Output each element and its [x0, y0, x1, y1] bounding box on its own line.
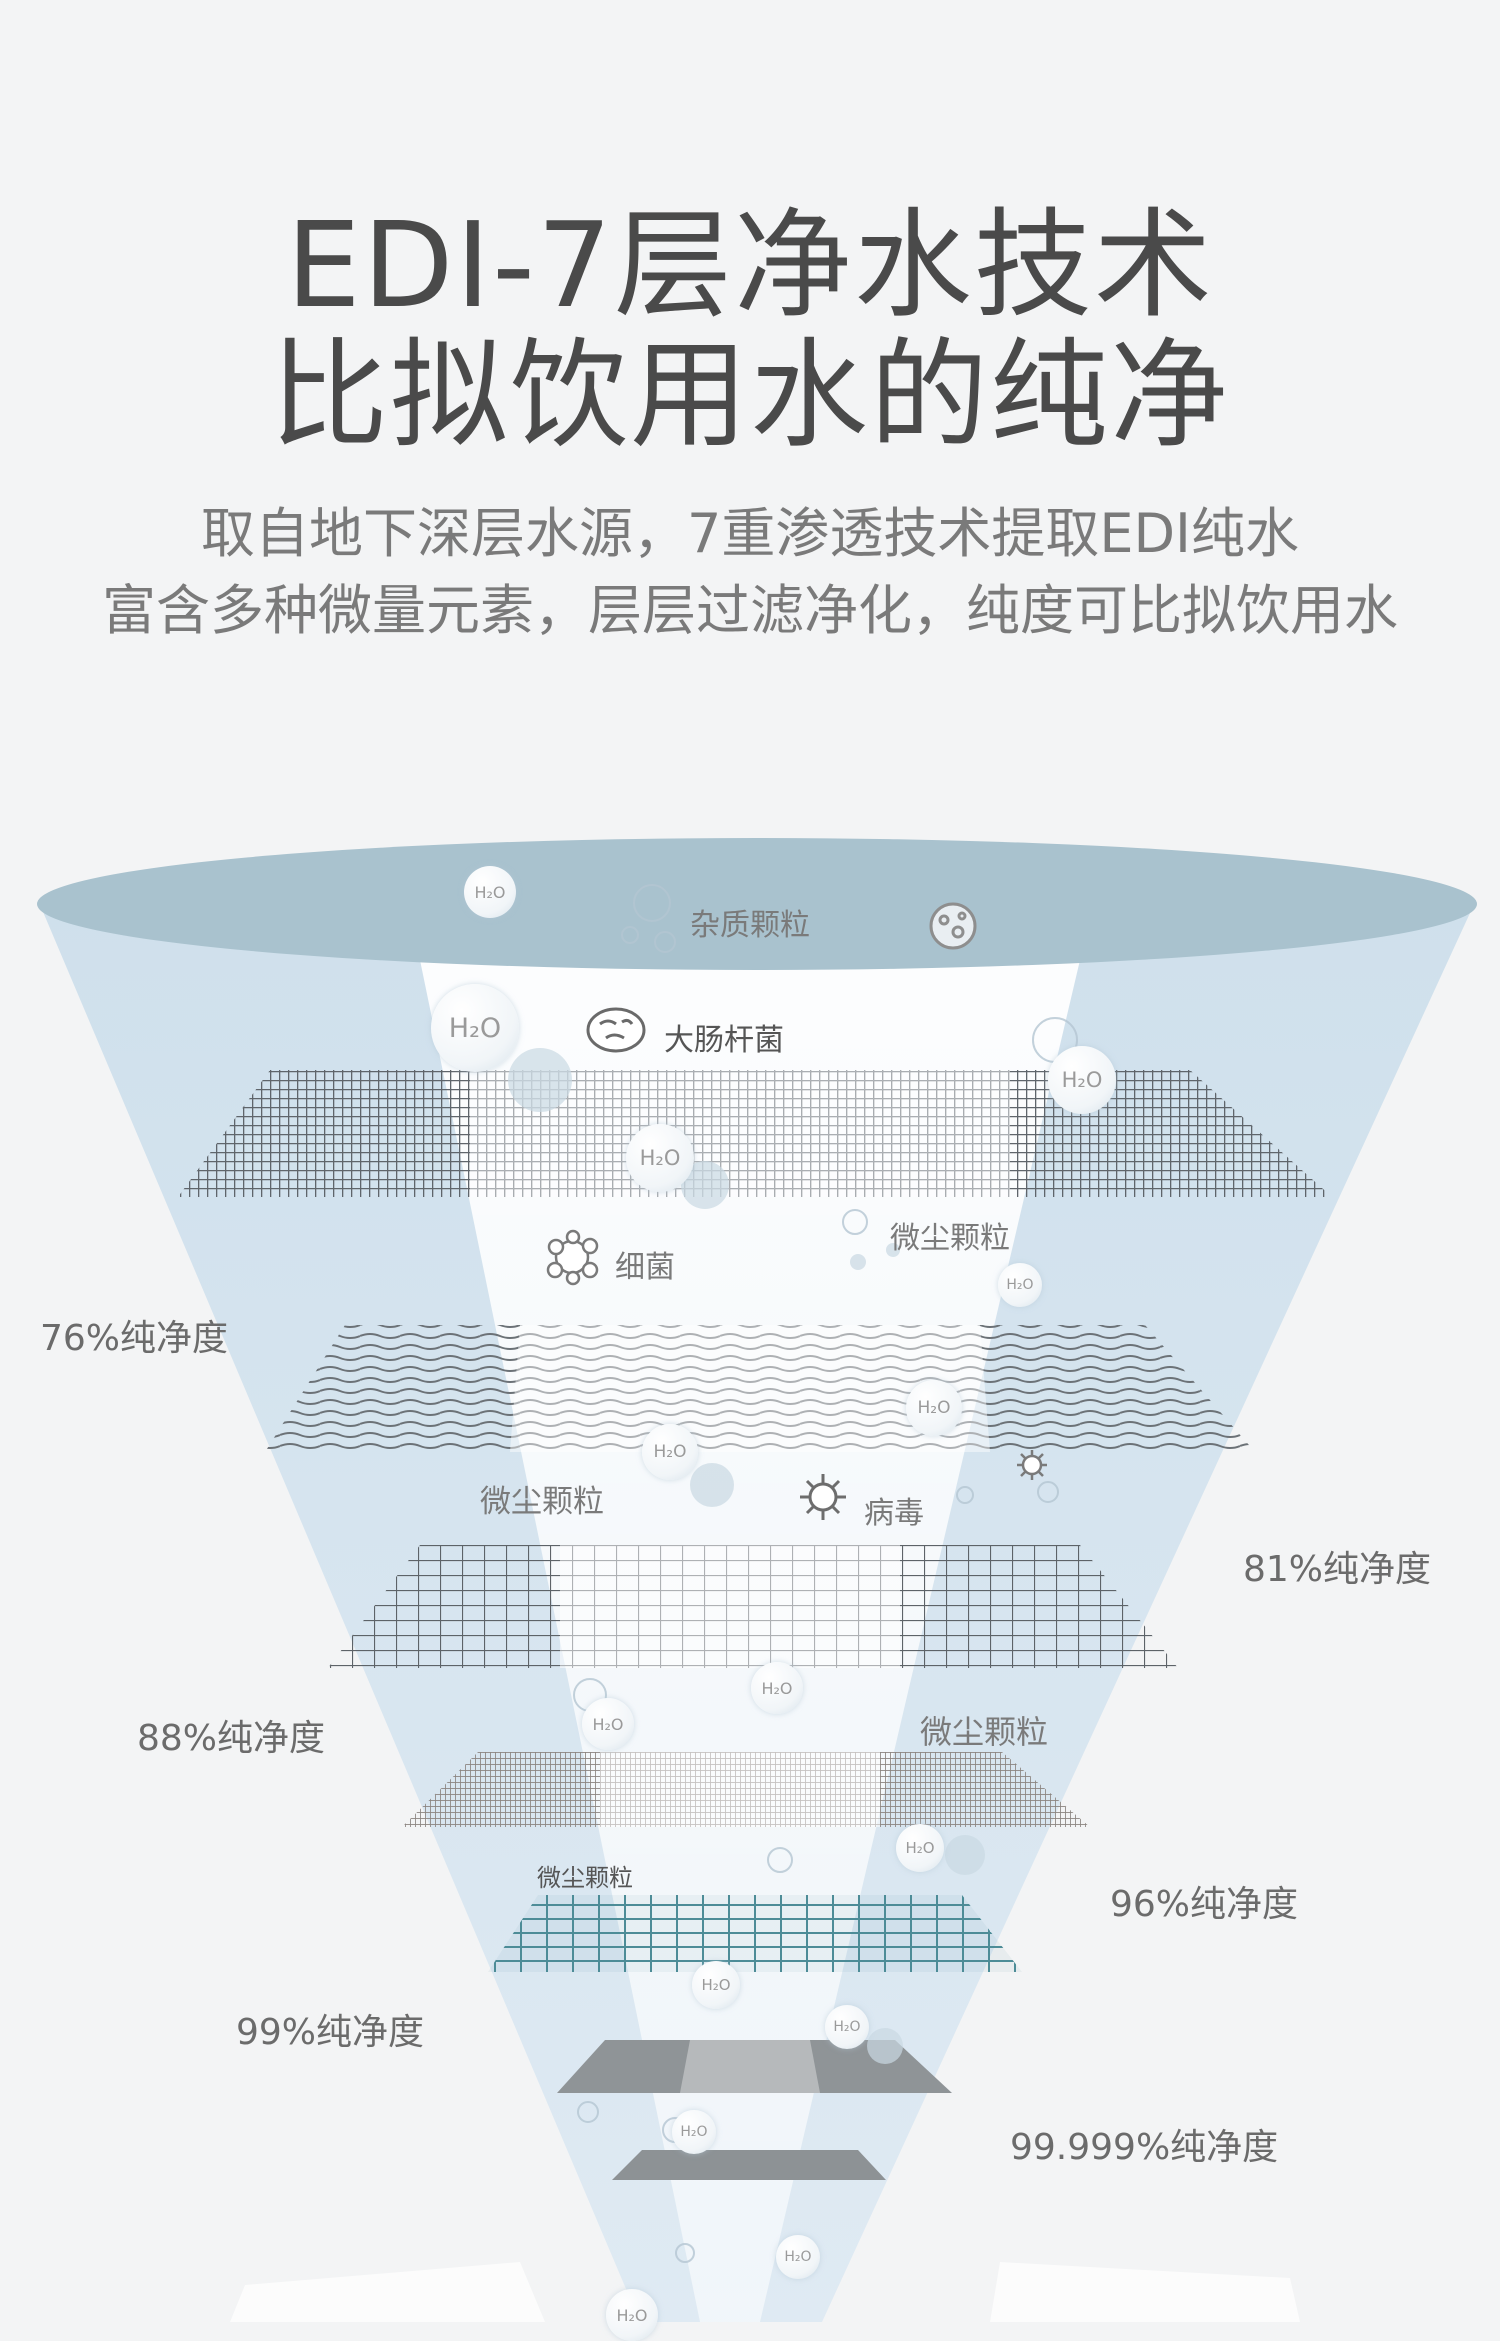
- label-dust-2: 微尘颗粒: [480, 1484, 604, 1520]
- bacteria-icon: [546, 1229, 599, 1286]
- h2o-label: H₂O: [917, 1398, 951, 1418]
- h2o-label: H₂O: [653, 1442, 687, 1462]
- label-dust-3: 微尘颗粒: [920, 1713, 1049, 1751]
- h2o-molecule-bubble: H₂O: [642, 1424, 698, 1480]
- filter-layer-6: [557, 2040, 952, 2093]
- filter-layer-2: [265, 1325, 1255, 1452]
- h2o-molecule-bubble: H₂O: [626, 1124, 694, 1192]
- h2o-molecule-bubble: H₂O: [672, 2110, 716, 2154]
- h2o-molecule-bubble: H₂O: [998, 1263, 1042, 1307]
- purity-label-99: 99%纯净度: [236, 2012, 425, 2053]
- h2o-label: H₂O: [639, 1146, 681, 1170]
- h2o-label: H₂O: [592, 1714, 624, 1734]
- h2o-label: H₂O: [905, 1839, 935, 1857]
- h2o-label: H₂O: [701, 1976, 731, 1994]
- h2o-label: H₂O: [833, 2019, 861, 2035]
- filter-layer-5: [488, 1895, 1022, 1972]
- filter-layer-7: [612, 2150, 886, 2180]
- virus-small-icon: [1017, 1450, 1047, 1480]
- page-title-line-1: EDI-7层净水技术: [286, 196, 1214, 334]
- h2o-molecule-bubble: H₂O: [906, 1380, 962, 1436]
- h2o-molecule-bubble: H₂O: [464, 866, 516, 918]
- label-impurities: 杂质颗粒: [690, 908, 810, 943]
- h2o-molecule-bubble: H₂O: [692, 1961, 740, 2009]
- purity-label-88: 88%纯净度: [137, 1718, 326, 1759]
- h2o-molecule-bubble: H₂O: [431, 984, 519, 1072]
- label-dust-1: 微尘颗粒: [890, 1221, 1010, 1256]
- page-title-line-2: 比拟饮用水的纯净: [269, 326, 1230, 464]
- h2o-label: H₂O: [1006, 1277, 1034, 1293]
- h2o-molecule-bubble: H₂O: [776, 2235, 820, 2279]
- purity-label-81: 81%纯净度: [1243, 1549, 1432, 1590]
- ecoli-icon: [586, 1007, 646, 1053]
- h2o-molecule-bubble: H₂O: [1048, 1046, 1116, 1114]
- filter-layer-1: [178, 1070, 1332, 1197]
- h2o-molecule-bubble: H₂O: [606, 2289, 658, 2341]
- purity-label-76: 76%纯净度: [40, 1318, 229, 1359]
- top-water-surface: [37, 838, 1477, 970]
- h2o-label: H₂O: [474, 882, 506, 902]
- h2o-label: H₂O: [616, 2305, 648, 2325]
- virus-icon: [800, 1474, 846, 1520]
- h2o-label: H₂O: [761, 1678, 793, 1698]
- h2o-molecule-bubble: H₂O: [582, 1698, 634, 1750]
- subtitle-line-1: 取自地下深层水源，7重渗透技术提取EDI纯水: [201, 502, 1299, 565]
- h2o-label: H₂O: [448, 1012, 502, 1044]
- h2o-label: H₂O: [1061, 1068, 1103, 1092]
- label-virus: 病毒: [864, 1496, 924, 1531]
- label-bacteria: 细菌: [615, 1250, 675, 1285]
- filter-layer-4: [402, 1752, 1090, 1827]
- h2o-molecule-bubble: H₂O: [825, 2005, 869, 2049]
- purity-label-99999: 99.999%纯净度: [1010, 2127, 1279, 2168]
- h2o-label: H₂O: [784, 2249, 812, 2265]
- filter-layer-3: [328, 1545, 1178, 1668]
- purity-label-96: 96%纯净度: [1110, 1884, 1299, 1925]
- h2o-molecule-bubble: H₂O: [751, 1662, 803, 1714]
- impurity-particle-icon: [929, 902, 977, 950]
- label-dust-4: 微尘颗粒: [537, 1864, 633, 1892]
- subtitle-line-2: 富含多种微量元素，层层过滤净化，纯度可比拟饮用水: [102, 579, 1398, 642]
- h2o-molecule-bubble: H₂O: [896, 1824, 944, 1872]
- h2o-label: H₂O: [680, 2124, 708, 2140]
- label-ecoli: 大肠杆菌: [664, 1023, 784, 1058]
